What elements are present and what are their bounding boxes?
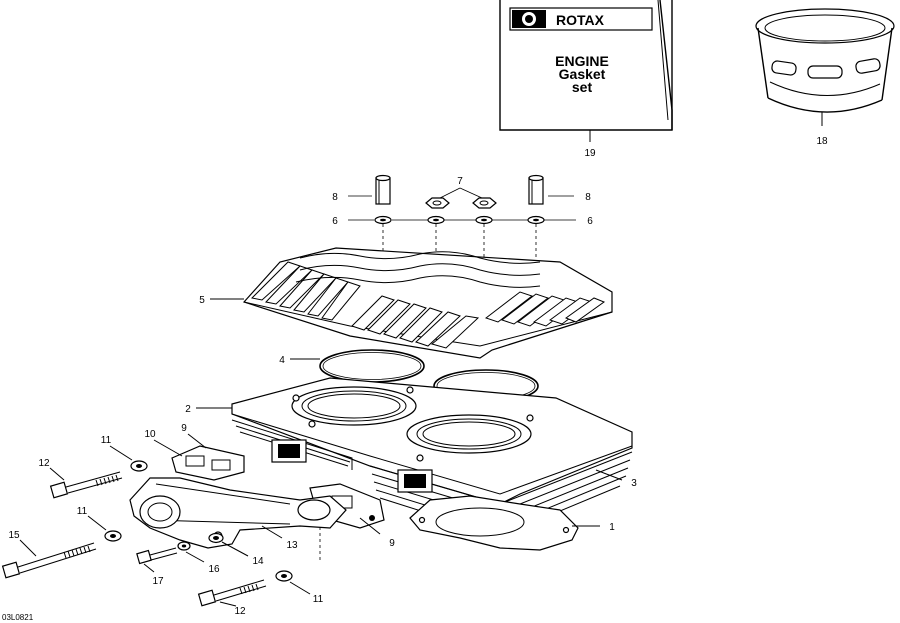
callout-11-mid[interactable]: 11 bbox=[77, 506, 88, 517]
leader-line bbox=[87, 515, 107, 531]
callout-12-top[interactable]: 12 bbox=[38, 458, 50, 469]
callout-12-bottom[interactable]: 12 bbox=[234, 606, 246, 617]
leader-line bbox=[261, 525, 283, 539]
callout-17[interactable]: 17 bbox=[152, 576, 164, 587]
bolt-upper-12[interactable] bbox=[49, 471, 123, 499]
callout-6-left[interactable]: 6 bbox=[332, 216, 338, 227]
gasket-set-kit[interactable]: ROTAX ENGINE Gasket set bbox=[499, 0, 673, 131]
callout-10[interactable]: 10 bbox=[144, 429, 156, 440]
washer-16[interactable] bbox=[177, 541, 191, 551]
washer-middle-11[interactable] bbox=[104, 530, 122, 542]
callout-19[interactable]: 19 bbox=[584, 148, 596, 159]
callout-4[interactable]: 4 bbox=[279, 355, 285, 366]
callout-13[interactable]: 13 bbox=[286, 540, 298, 551]
leader-line bbox=[221, 541, 249, 557]
cylinder-block[interactable] bbox=[231, 377, 633, 537]
washer-lower-11[interactable] bbox=[275, 570, 293, 582]
callout-9-top[interactable]: 9 bbox=[181, 423, 187, 434]
rotax-logo: ROTAX bbox=[509, 7, 653, 31]
washer-upper-11[interactable] bbox=[130, 460, 148, 472]
callout-14[interactable]: 14 bbox=[252, 556, 264, 567]
leader-line bbox=[109, 445, 133, 461]
leader-line bbox=[143, 563, 155, 573]
kit-title-line-1: ENGINE bbox=[555, 53, 609, 69]
kit-brand: ROTAX bbox=[556, 12, 605, 28]
bolt-lower-12[interactable] bbox=[197, 579, 267, 607]
leader-lines-fasteners bbox=[348, 187, 576, 221]
callout-18[interactable]: 18 bbox=[816, 136, 828, 147]
callout-6-right[interactable]: 6 bbox=[587, 216, 593, 227]
cylinder-head[interactable] bbox=[242, 247, 613, 359]
bolt-short-17[interactable] bbox=[136, 547, 178, 565]
base-gasket[interactable] bbox=[409, 495, 579, 551]
nut-left[interactable] bbox=[425, 197, 450, 209]
exhaust-manifold[interactable] bbox=[129, 477, 347, 549]
callout-11-top[interactable]: 11 bbox=[101, 435, 112, 446]
leader-line bbox=[595, 469, 623, 481]
leader-line bbox=[153, 439, 183, 457]
callout-15[interactable]: 15 bbox=[8, 530, 20, 541]
nut-right[interactable] bbox=[472, 197, 497, 209]
callout-5[interactable]: 5 bbox=[199, 295, 205, 306]
leader-line bbox=[187, 433, 207, 449]
callout-3[interactable]: 3 bbox=[631, 478, 637, 489]
callout-7[interactable]: 7 bbox=[457, 176, 463, 187]
cylinder-sleeve[interactable] bbox=[755, 8, 895, 113]
leader-line bbox=[289, 581, 311, 595]
kit-title-line-3: set bbox=[572, 79, 593, 95]
leader-line bbox=[49, 467, 65, 481]
drawing-code: 03L0821 bbox=[2, 613, 34, 622]
callout-11-bottom[interactable]: 11 bbox=[313, 594, 324, 605]
callout-2[interactable]: 2 bbox=[185, 404, 191, 415]
kit-title-line-2: Gasket bbox=[559, 66, 606, 82]
bolt-long-15[interactable] bbox=[1, 542, 97, 579]
leader-line bbox=[359, 517, 381, 535]
callout-1[interactable]: 1 bbox=[609, 522, 615, 533]
callout-16[interactable]: 16 bbox=[208, 564, 220, 575]
callout-8-left[interactable]: 8 bbox=[332, 192, 338, 203]
callout-9-bottom[interactable]: 9 bbox=[389, 538, 395, 549]
stud-spacer-right[interactable] bbox=[528, 174, 544, 205]
manifold-gasket-upper[interactable] bbox=[171, 445, 245, 481]
stud-spacer-left[interactable] bbox=[375, 174, 391, 205]
leader-line bbox=[185, 551, 205, 563]
nut-14[interactable] bbox=[208, 532, 224, 544]
leader-line bbox=[219, 601, 237, 607]
leader-line bbox=[19, 539, 37, 557]
callout-8-right[interactable]: 8 bbox=[585, 192, 591, 203]
